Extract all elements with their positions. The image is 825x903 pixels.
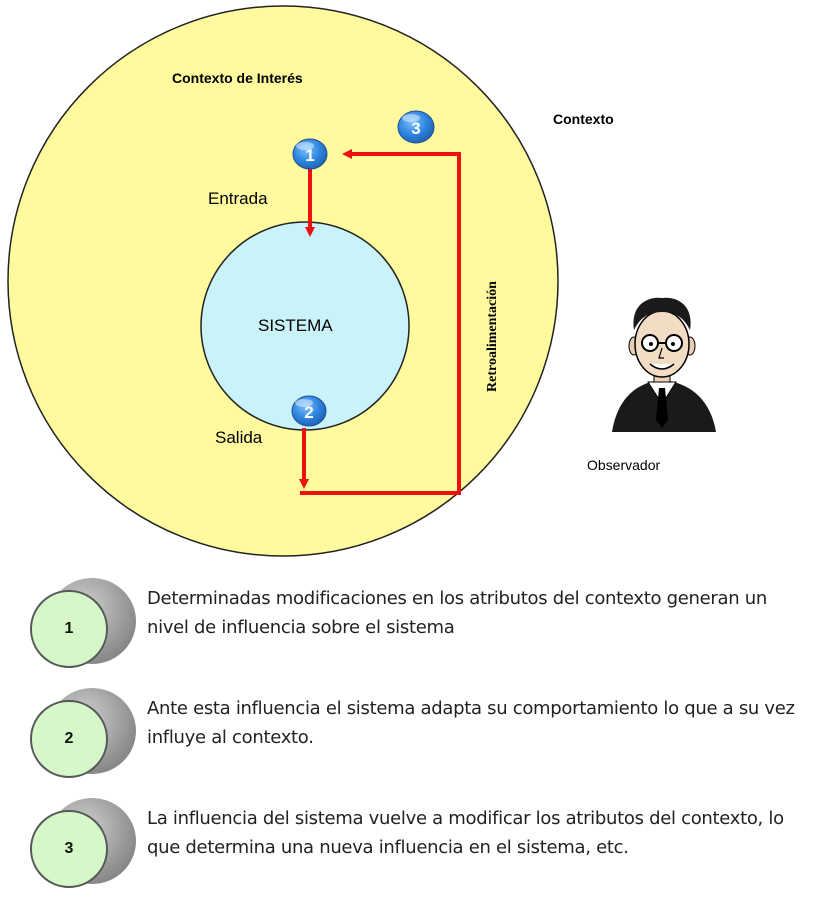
- legend-marker-3: 3: [30, 798, 140, 898]
- legend-text-1: Determinadas modificaciones en los atrib…: [147, 588, 767, 638]
- legend-item-2: 2 Ante esta influencia el sistema adapta…: [30, 688, 820, 788]
- badge-2: 2: [291, 395, 327, 427]
- context-label: Contexto: [553, 111, 614, 127]
- legend-marker-1: 1: [30, 578, 140, 678]
- legend-number-3: 3: [30, 810, 108, 888]
- context-of-interest-label: Contexto de Interés: [172, 70, 303, 86]
- legend-number-1: 1: [30, 590, 108, 668]
- observer-label: Observador: [587, 457, 660, 473]
- observer-illustration: [612, 297, 716, 432]
- legend-item-1: 1 Determinadas modificaciones en los atr…: [30, 578, 820, 678]
- svg-text:3: 3: [411, 119, 420, 138]
- system-label: SISTEMA: [258, 316, 333, 335]
- legend-item-3: 3 La influencia del sistema vuelve a mod…: [30, 798, 820, 898]
- feedback-loop-line: [300, 149, 461, 495]
- badge-1: 1: [292, 138, 328, 170]
- input-label: Entrada: [208, 189, 268, 208]
- feedback-label: Retroalimentación: [485, 281, 500, 392]
- svg-text:2: 2: [304, 403, 313, 422]
- badge-3: 3: [397, 110, 435, 144]
- svg-text:1: 1: [305, 146, 314, 165]
- legend-text-3: La influencia del sistema vuelve a modif…: [147, 808, 784, 858]
- output-label: Salida: [215, 428, 263, 447]
- legend-text-2: Ante esta influencia el sistema adapta s…: [147, 698, 795, 748]
- systems-diagram: Contexto de Interés Contexto Entrada SIS…: [7, 5, 716, 557]
- legend-marker-2: 2: [30, 688, 140, 788]
- legend-number-2: 2: [30, 700, 108, 778]
